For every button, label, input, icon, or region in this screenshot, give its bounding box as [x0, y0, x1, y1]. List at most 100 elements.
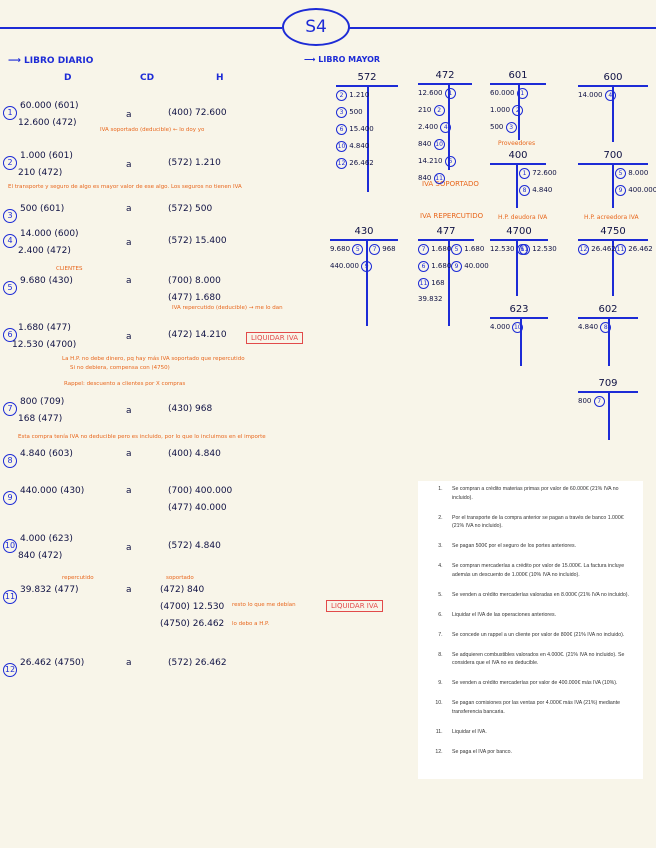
- account-name: 709: [598, 378, 618, 389]
- entry-number-badge: 12: [3, 663, 17, 677]
- ledger-row: 11 168: [418, 278, 445, 289]
- credit-line: (572) 4.840: [168, 541, 221, 551]
- ledger-row: 12 26.462: [336, 158, 374, 169]
- statements-list: Se compran a crédito materias primas por…: [418, 481, 643, 756]
- note-7: Rappel: descuento a clientes por X compr…: [64, 381, 186, 387]
- hp-acreedora-label: H.P. acreedora IVA: [584, 214, 639, 221]
- account-name: 700: [603, 150, 623, 161]
- entry-3: 3: [3, 203, 17, 223]
- t-vertical: [448, 239, 450, 326]
- note-2: El transporte y seguro de algo es mayor …: [8, 184, 242, 190]
- statement-item: Se paga el IVA por banco.: [444, 748, 637, 757]
- debit-line: 60.000 (601): [20, 101, 79, 111]
- ledger-row: 4.000 10: [490, 322, 524, 333]
- debit-line: 1.680 (477): [18, 323, 71, 333]
- note-5b: IVA repercutido (deducible) → me lo dan: [172, 305, 283, 311]
- t-horizontal: [490, 317, 548, 319]
- account-name: 472: [435, 70, 455, 81]
- t-vertical: [608, 317, 610, 366]
- ledger-row: 1.000 2: [490, 105, 524, 116]
- account-name: 4700: [506, 226, 532, 237]
- ledger-row: 9 400.000: [615, 185, 656, 196]
- ledger-row: 440.000 9: [330, 261, 373, 272]
- t-vertical: [612, 163, 614, 208]
- credit-line: (700) 8.000: [168, 276, 221, 286]
- ledger-row: 2.400 4: [418, 122, 452, 133]
- note-11c: resto lo que me debían: [232, 602, 296, 608]
- t-vertical: [608, 391, 610, 440]
- entry-number-badge: 2: [3, 156, 17, 170]
- note-1: IVA soportado (deducible) ← lo doy yo: [100, 127, 205, 133]
- iva-repercutido-label: IVA REPERCUTIDO: [420, 212, 484, 220]
- statement-item: Se venden a crédito mercaderías por valo…: [444, 679, 637, 688]
- a-connector: a: [126, 449, 132, 459]
- credit-line: (572) 26.462: [168, 658, 227, 668]
- entry-number-badge: 4: [3, 234, 17, 248]
- statement-item: Se concede un rappel a un cliente por va…: [444, 631, 637, 640]
- t-account-623: 623 4.000 10: [490, 304, 548, 366]
- ledger-row: 1 72.600: [519, 168, 557, 179]
- entry-2: 2: [3, 150, 17, 170]
- ledger-row: 840 11: [418, 173, 445, 184]
- credit-line: (472) 840: [160, 585, 205, 595]
- account-name: 601: [508, 70, 528, 81]
- arrow-right-icon: ⟶: [8, 56, 25, 66]
- a-connector: a: [126, 658, 132, 668]
- entry-number-badge: 1: [3, 106, 17, 120]
- note-11b: soportado: [166, 575, 194, 581]
- entry-1: 1: [3, 100, 17, 120]
- a-connector: a: [126, 204, 132, 214]
- account-name: 4750: [600, 226, 626, 237]
- account-name: 572: [357, 72, 377, 83]
- account-name: 623: [509, 304, 529, 315]
- note-5a: CLIENTES: [56, 266, 83, 272]
- credit-line: (400) 4.840: [168, 449, 221, 459]
- credit-line: (4700) 12.530: [160, 602, 225, 612]
- entry-10: 10: [3, 533, 17, 553]
- col-d: D: [64, 73, 72, 83]
- credit-line: (472) 14.210: [168, 330, 227, 340]
- ledger-row: 14.000 4: [578, 90, 616, 101]
- ledger-row: 8 4.840: [519, 185, 552, 196]
- credit-line: (4750) 26.462: [160, 619, 225, 629]
- statements-panel: Se compran a crédito materias primas por…: [418, 481, 643, 779]
- statement-item: Por el transporte de la compra anterior …: [444, 514, 637, 531]
- a-connector: a: [126, 406, 132, 416]
- statement-item: Se venden a crédito mercaderías valorada…: [444, 591, 637, 600]
- debit-line: 1.000 (601): [20, 151, 73, 161]
- ledger-row: 11 26.462: [615, 244, 653, 255]
- account-name: 400: [508, 150, 528, 161]
- entry-number-badge: 7: [3, 402, 17, 416]
- account-name: 477: [436, 226, 456, 237]
- t-vertical: [520, 317, 522, 366]
- ledger-row: 12 26.462: [578, 244, 616, 255]
- arrow-right-icon: ⟶: [304, 55, 319, 64]
- note-8: Esta compra tenía IVA no deducible pero …: [18, 434, 266, 440]
- entry-number-badge: 3: [3, 209, 17, 223]
- entry-number-badge: 9: [3, 491, 17, 505]
- ledger-row: 10 4.840: [336, 141, 370, 152]
- a-connector: a: [126, 238, 132, 248]
- note-11a: repercutido: [62, 575, 94, 581]
- t-vertical: [516, 239, 518, 296]
- debit-line: 26.462 (4750): [20, 658, 85, 668]
- account-name: 600: [603, 72, 623, 83]
- statement-item: Liquidar el IVA de las operaciones anter…: [444, 611, 637, 620]
- statement-item: Se adquieren combustibles valorados en 4…: [444, 651, 637, 668]
- debit-line: 168 (477): [18, 414, 63, 424]
- ledger-row: 500 3: [490, 122, 517, 133]
- credit-line: (572) 15.400: [168, 236, 227, 246]
- note-11d: lo debo a H.P.: [232, 621, 270, 627]
- liquidar-iva-label-2: LIQUIDAR IVA: [326, 600, 384, 612]
- hp-deudora-label: H.P. deudora IVA: [498, 214, 548, 221]
- ledger-row: 12.600 1: [418, 88, 456, 99]
- a-connector: a: [126, 585, 132, 595]
- credit-line: (572) 500: [168, 204, 213, 214]
- iva-soportado-label: IVA SOPORTADO: [422, 180, 479, 188]
- t-vertical: [612, 239, 614, 296]
- t-horizontal: [330, 239, 398, 241]
- account-name: 602: [598, 304, 618, 315]
